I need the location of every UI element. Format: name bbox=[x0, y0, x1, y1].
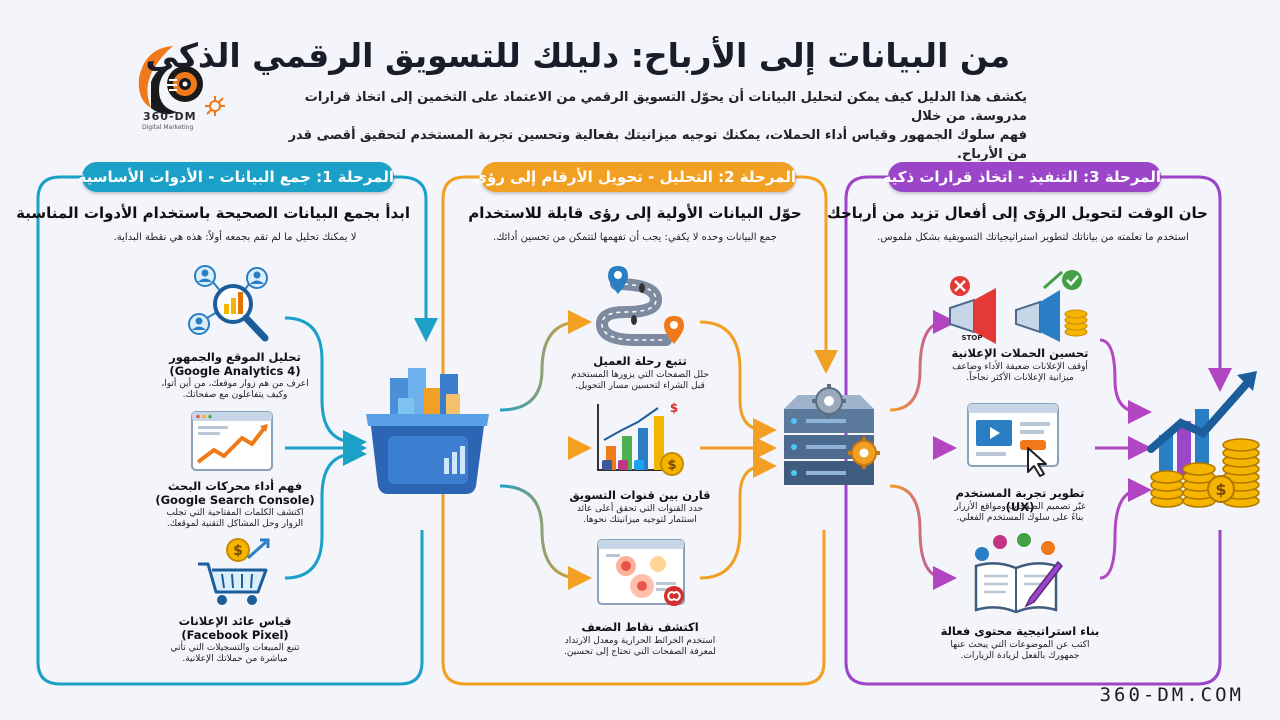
logo-tagline: Digital Marketing bbox=[142, 124, 194, 131]
phase-3-item-3-title: بناء استراتيجية محتوى فعالة bbox=[940, 624, 1100, 638]
intro-line-1: يكشف هذا الدليل كيف يمكن لتحليل البيانات… bbox=[304, 90, 1027, 124]
page-title: من البيانات إلى الأرباح: دليلك للتسويق ا… bbox=[145, 36, 1010, 75]
phase-3-pill: المرحلة 3: التنفيذ - اتخاذ قرارات ذكية bbox=[883, 162, 1161, 192]
phase-1-item-3-desc: تتبع المبيعات والتسجيلات التي تأتي مباشر… bbox=[170, 643, 300, 664]
phase-1-item-1-title: تحليل الموقع والجمهور (Google Analytics … bbox=[169, 350, 301, 378]
customer-journey-icon bbox=[595, 266, 684, 346]
phase-3-item-2-desc: غيّر تصميم الصفحات ومواقع الأزرار بناءً … bbox=[954, 502, 1086, 523]
phase-2-item-1-desc: حلل الصفحات التي يزورها المستخدم قبل الش… bbox=[571, 370, 709, 391]
svg-text:STOP: STOP bbox=[962, 334, 983, 342]
search-console-chart-icon bbox=[191, 411, 273, 471]
campaign-megaphone-icon: STOP bbox=[949, 270, 1088, 344]
phase-3-item-2-title: تطوير تجربة المستخدم (UX) bbox=[955, 486, 1085, 514]
logo-icon bbox=[138, 46, 225, 116]
phase-3-item-3-desc: اكتب عن الموضوعات التي يبحث عنها جمهورك … bbox=[950, 640, 1090, 661]
phase-2-pill: المرحلة 2: التحليل - تحويل الأرقام إلى ر… bbox=[473, 162, 796, 192]
server-gear-icon bbox=[784, 384, 880, 485]
phase-2-item-2-title: قارن بين قنوات التسويق bbox=[569, 488, 711, 502]
phase-2-heading: حوّل البيانات الأولية إلى رؤى قابلة للاس… bbox=[468, 204, 802, 222]
svg-text:$: $ bbox=[670, 401, 678, 415]
phase-1-pill: المرحلة 1: جمع البيانات - الأدوات الأساس… bbox=[77, 162, 394, 192]
phase-1-item-3-title: قياس عائد الإعلانات (Facebook Pixel) bbox=[178, 614, 292, 642]
phase-1-heading: ابدأ بجمع البيانات الصحيحة باستخدام الأد… bbox=[16, 204, 410, 222]
phase-3-subtitle: استخدم ما تعلمته من بياناتك لتطوير استرا… bbox=[877, 232, 1189, 243]
svg-text:$: $ bbox=[1215, 480, 1226, 499]
logo-name: 360-DM bbox=[143, 110, 197, 123]
phase-3-item-1-title: تحسين الحملات الإعلانية bbox=[951, 346, 1089, 360]
phase-2-item-2-desc: حدد القنوات التي تحقق أعلى عائد استثمار … bbox=[576, 504, 704, 525]
content-strategy-icon bbox=[974, 533, 1063, 614]
profit-coins-chart-icon: $ bbox=[1147, 371, 1260, 508]
channels-chart-icon: $ $ bbox=[597, 401, 684, 476]
ux-design-icon bbox=[967, 403, 1059, 477]
analytics-search-icon bbox=[188, 265, 269, 342]
svg-text:$: $ bbox=[667, 458, 676, 473]
phase-1-item-2-desc: اكتشف الكلمات المفتاحية التي تجلب الزوار… bbox=[166, 508, 304, 529]
intro-line-2: فهم سلوك الجمهور وقياس أداء الحملات، يمك… bbox=[288, 128, 1027, 162]
heatmap-icon bbox=[597, 539, 685, 606]
phase-1-subtitle: لا يمكنك تحليل ما لم تقم بجمعه أولاً: هذ… bbox=[113, 232, 357, 243]
phase-2-subtitle: جمع البيانات وحده لا يكفي: يجب أن تفهمها… bbox=[493, 232, 777, 243]
watermark-url: 360-DM.COM bbox=[1099, 684, 1244, 706]
phase-1-item-1-desc: اعرف من هم زوار موقعك، من أين أتوا، وكيف… bbox=[161, 379, 309, 400]
phase-2-item-1-title: تتبع رحلة العميل bbox=[593, 354, 687, 368]
phase-3-heading: حان الوقت لتحويل الرؤى إلى أفعال تزيد من… bbox=[827, 204, 1208, 222]
phase-2-item-3-desc: استخدم الخرائط الحرارية ومعدل الارتداد ل… bbox=[564, 636, 716, 657]
phase-1-item-2-title: فهم أداء محركات البحث (Google Search Con… bbox=[155, 479, 315, 507]
shopping-cart-icon: $ bbox=[198, 538, 270, 605]
phase-2-item-3-title: اكتشف نقاط الضعف bbox=[581, 620, 699, 634]
data-collection-box-icon bbox=[366, 368, 489, 494]
svg-text:$: $ bbox=[233, 543, 243, 559]
phase-3-item-1-desc: أوقف الإعلانات ضعيفة الأداء وضاعف ميزاني… bbox=[952, 362, 1088, 383]
intro-text: يكشف هذا الدليل كيف يمكن لتحليل البيانات… bbox=[267, 88, 1027, 164]
